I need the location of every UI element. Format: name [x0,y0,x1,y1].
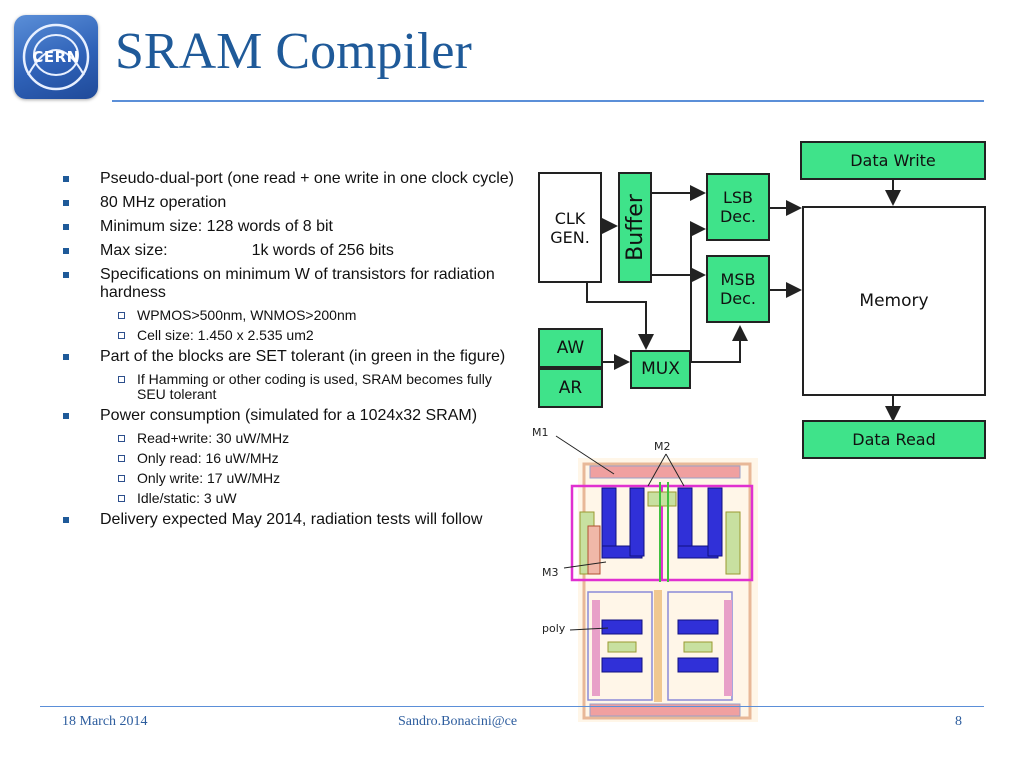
sub-bullet-item: Idle/static: 3 uW [60,491,520,506]
page-number: 8 [955,714,962,729]
sram-cell-layout-image: M1 M2 M3 poly [532,426,758,722]
layout-label-poly: poly [542,622,566,635]
ar-block: AR [538,368,603,408]
bullet-item: Max size: 1k words of 256 bits [60,242,520,260]
data-write-block: Data Write [800,141,986,180]
page-title: SRAM Compiler [115,23,472,80]
bullet-item: Pseudo-dual-port (one read + one write i… [60,170,520,188]
sub-bullet-item: WPMOS>500nm, WNMOS>200nm [60,308,520,323]
footer-email: Sandro.Bonacini@ce [398,714,518,729]
bullet-item: Minimum size: 128 words of 8 bit [60,218,520,236]
cern-logo: CERN [14,15,98,99]
clk-gen-line1: CLK [554,208,586,228]
clk-gen-line2: GEN. [550,227,590,247]
layout-label-m2: M2 [654,440,671,453]
msb-dec-line2: Dec. [719,289,757,308]
bullet-list: Pseudo-dual-port (one read + one write i… [60,170,520,535]
lsb-dec-block: LSB Dec. [706,173,770,241]
sub-bullet-item: Only read: 16 uW/MHz [60,451,520,466]
sub-bullet-item: Read+write: 30 uW/MHz [60,431,520,446]
bullet-label: Max size: [100,242,168,259]
data-read-block: Data Read [802,420,986,459]
buffer-label: Buffer [622,194,648,261]
bullet-item: Part of the blocks are SET tolerant (in … [60,348,520,366]
buffer-block: Buffer [618,172,652,283]
msb-dec-line1: MSB [720,270,756,289]
footer-date: 18 March 2014 [62,714,148,729]
msb-dec-block: MSB Dec. [706,255,770,323]
aw-block: AW [538,328,603,368]
layout-label-m1: M1 [532,426,549,439]
mux-block: MUX [630,350,691,389]
lsb-dec-line2: Dec. [719,207,757,226]
sub-bullet-item: If Hamming or other coding is used, SRAM… [60,372,520,402]
layout-label-m3: M3 [542,566,559,579]
lsb-dec-line1: LSB [722,188,754,207]
clk-gen-block: CLK GEN. [538,172,602,283]
sub-bullet-item: Cell size: 1.450 x 2.535 um2 [60,328,520,343]
bullet-item: Power consumption (simulated for a 1024x… [60,407,520,425]
cern-logo-text: CERN [32,48,80,66]
cern-logo-rings-icon [22,23,90,91]
bullet-item: Specifications on minimum W of transisto… [60,266,520,302]
bullet-value: 1k words of 256 bits [251,242,394,259]
title-divider [112,100,984,102]
bullet-item: 80 MHz operation [60,194,520,212]
bullet-item: Delivery expected May 2014, radiation te… [60,511,520,529]
footer-divider [40,706,984,707]
sub-bullet-item: Only write: 17 uW/MHz [60,471,520,486]
memory-block: Memory [802,206,986,396]
